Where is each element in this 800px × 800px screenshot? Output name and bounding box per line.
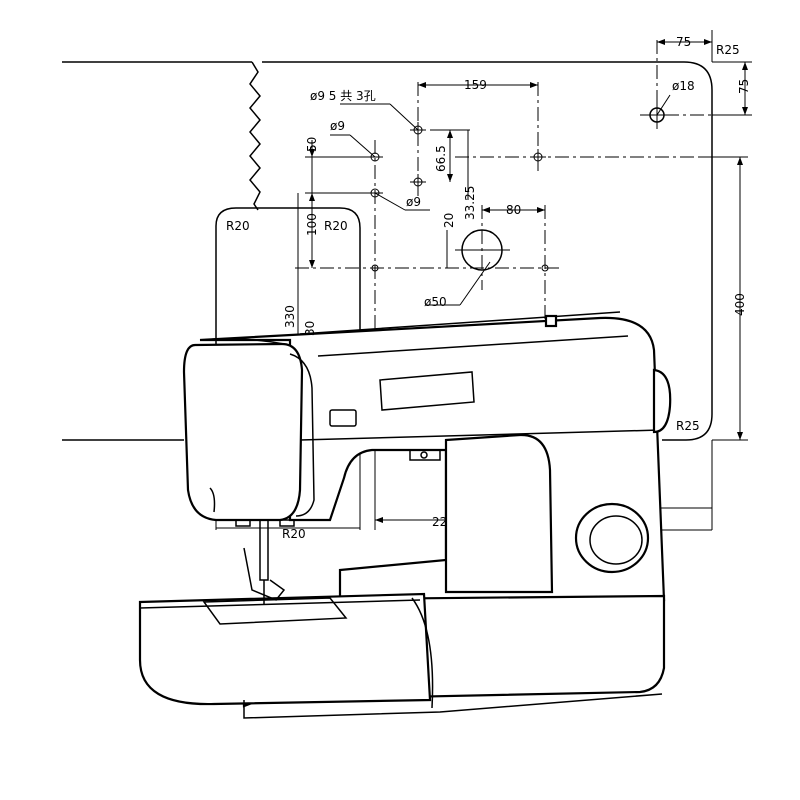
small-button-icon bbox=[329, 409, 357, 427]
stitch-dial-inner bbox=[589, 515, 643, 565]
top-edge-highlight bbox=[299, 311, 621, 335]
dim-main-hole: ø50 bbox=[424, 295, 447, 309]
arm-bottom-edge bbox=[299, 429, 661, 441]
top-edge-lower bbox=[317, 335, 629, 357]
stitch-dial bbox=[574, 502, 650, 574]
dim-33-25: 33.25 bbox=[463, 186, 477, 220]
dim-spool-hole: ø18 bbox=[672, 79, 695, 93]
dimension-labels: 75 R25 75 159 ø9 5 共 3孔 ø18 ø9 ø9 50 66.… bbox=[226, 35, 751, 541]
free-arm-bed bbox=[138, 592, 432, 706]
sewing-machine bbox=[138, 311, 672, 719]
small-hole-right bbox=[541, 264, 549, 272]
dim-100: 100 bbox=[305, 213, 319, 236]
dim-330: 330 bbox=[283, 305, 297, 328]
needle-assembly bbox=[235, 519, 295, 604]
handwheel bbox=[652, 368, 672, 434]
dim-80: 80 bbox=[506, 203, 521, 217]
thread-guide-right bbox=[279, 519, 295, 527]
dim-r25-top: R25 bbox=[716, 43, 740, 57]
centerlines bbox=[295, 40, 712, 330]
dim-50: 50 bbox=[305, 137, 319, 152]
mounting-holes bbox=[367, 103, 669, 272]
machine-column bbox=[444, 433, 554, 594]
dim-30-partial: 30 bbox=[303, 321, 317, 336]
small-hole-bottom bbox=[371, 264, 379, 272]
break-line bbox=[249, 61, 261, 211]
dim-75-top: 75 bbox=[676, 35, 691, 49]
machine-head bbox=[182, 342, 304, 522]
thread-guide-left bbox=[235, 519, 251, 527]
display-window bbox=[379, 371, 475, 411]
dim-hole-9-upper: ø9 bbox=[330, 119, 345, 133]
dim-159: 159 bbox=[464, 78, 487, 92]
cord-line bbox=[411, 597, 434, 709]
table-cutout-outline bbox=[62, 61, 713, 441]
dim-r25-bottom: R25 bbox=[676, 419, 700, 433]
spool-pin bbox=[544, 314, 558, 328]
presser-foot bbox=[243, 547, 286, 601]
dim-hole-9-lower: ø9 bbox=[406, 195, 421, 209]
dim-r20-inner: R20 bbox=[324, 219, 348, 233]
head-top-edge bbox=[201, 337, 285, 345]
bed-top-edge bbox=[139, 599, 421, 609]
dim-75-right: 75 bbox=[737, 79, 751, 94]
dim-r20-bottom: R20 bbox=[282, 527, 306, 541]
head-panel-edge bbox=[289, 353, 315, 517]
inner-cutout bbox=[215, 207, 361, 340]
dim-66-5: 66.5 bbox=[434, 145, 448, 172]
dim-r20-left: R20 bbox=[226, 219, 250, 233]
needle-plate bbox=[202, 597, 348, 625]
needle-bar bbox=[259, 519, 269, 581]
head-detail bbox=[209, 487, 216, 513]
base-bottom bbox=[243, 693, 663, 719]
dim-400: 400 bbox=[733, 293, 747, 316]
dim-hole-group: ø9 5 共 3孔 bbox=[310, 89, 376, 103]
dim-22: 22 bbox=[432, 515, 447, 529]
thread-tension bbox=[409, 449, 441, 461]
dim-20: 20 bbox=[442, 213, 456, 228]
table-right-edge bbox=[662, 61, 713, 441]
